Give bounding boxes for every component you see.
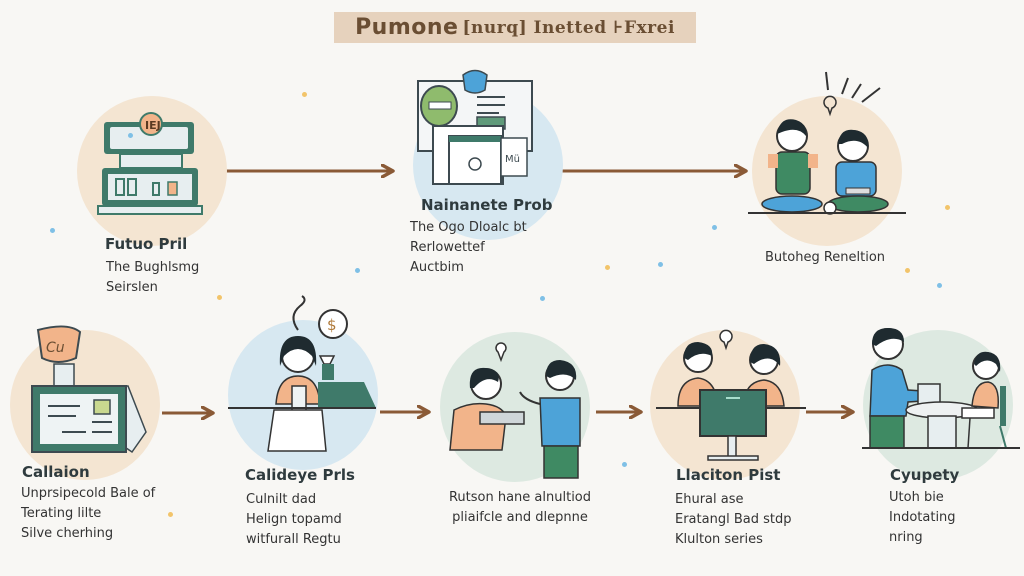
sparkle-dot: [945, 205, 950, 210]
step-7-title: Llaciton Pist: [676, 466, 781, 484]
dollar-bubble: $: [327, 316, 337, 334]
step-6-desc: Rutson hane alnultiod pliaifcle and dlep…: [448, 490, 592, 525]
service-desk-icon: [862, 328, 1020, 449]
svg-text:Mü: Mü: [505, 154, 520, 165]
title-rest: [nurq] Inetted ⊦Fxrei: [462, 17, 675, 38]
step-4-desc: Unprsipecold Bale of Terating lilte Silv…: [21, 486, 156, 541]
two-people-sitting-icon: [748, 71, 906, 215]
people-with-monitor-icon: [656, 329, 806, 461]
sparkle-dot: [937, 283, 942, 288]
step-8-title: Cyupety: [890, 466, 960, 484]
document-monitor-icon: Cu: [31, 325, 147, 454]
svg-text:Cu: Cu: [46, 340, 65, 356]
two-people-talking-icon: [449, 342, 581, 479]
step-4-title: Callaion: [22, 463, 90, 481]
diagram-title: Pumone [nurq] Inetted ⊦Fxrei: [334, 12, 696, 43]
computer-terminal-icon: IEJ: [97, 112, 203, 215]
sparkle-dot: [622, 462, 627, 467]
sparkle-dot: [302, 92, 307, 97]
sparkle-dot: [355, 268, 360, 273]
documents-screen-icon: Mü: [417, 69, 533, 185]
sparkle-dot: [658, 262, 663, 267]
svg-text:IEJ: IEJ: [145, 119, 161, 132]
sparkle-dot: [128, 133, 133, 138]
sparkle-dot: [217, 295, 222, 300]
sparkle-dot: [712, 225, 717, 230]
step-5-desc: Culnilt dad Helign topamd witfurall Regt…: [246, 492, 342, 547]
title-main: Pumone: [355, 15, 459, 40]
step-2-desc: The Ogo Dloalc bt Rerlowettef Auctbim: [410, 220, 527, 275]
sparkle-dot: [540, 296, 545, 301]
step-7-desc: Ehural ase Eratangl Bad stdp Klulton ser…: [675, 492, 792, 547]
step-3-desc: Butoheg Reneltion: [765, 250, 886, 265]
person-at-counter-icon: $: [228, 295, 376, 452]
step-2-title: Nainanete Prob: [421, 196, 553, 214]
sparkle-dot: [50, 228, 55, 233]
sparkle-dot: [905, 268, 910, 273]
step-5-title: Calideye Prls: [245, 466, 355, 484]
step-1-desc: The Bughlsmg Seirslen: [106, 260, 200, 295]
step-8-desc: Utoh bie Indotating nring: [889, 490, 956, 545]
sparkle-dot: [605, 265, 610, 270]
step-1-title: Futuo Pril: [105, 235, 188, 253]
sparkle-dot: [168, 512, 173, 517]
